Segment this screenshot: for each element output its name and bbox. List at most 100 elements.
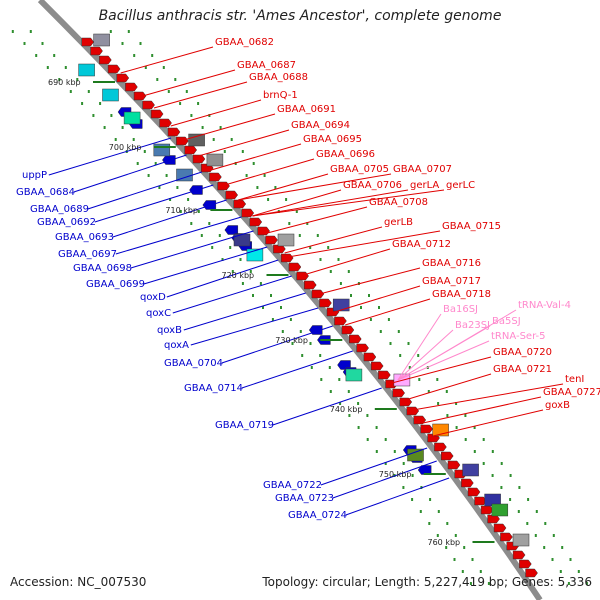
label-leader-line [224,158,315,186]
gc-dot [267,198,270,201]
forward-gene-arrow [406,406,420,416]
gc-dot [320,378,323,381]
gc-dot [211,246,214,249]
gc-dot [328,366,331,369]
reverse-gene-arrow [162,155,176,165]
forward-gene-label: GBAA_0695 [303,134,362,145]
gc-dot [347,270,350,273]
gc-dot [147,174,150,177]
gc-dot [455,426,458,429]
label-leader-line [211,143,302,171]
reverse-gene-label: GBAA_0723 [275,493,334,504]
gc-dot [252,162,255,165]
gc-dot [309,342,312,345]
forward-gene-label: gerLC [446,180,475,191]
rna-gene-label: Ba16SJ [443,304,478,315]
gc-dot [121,126,124,129]
map-title: Bacillus anthracis str. 'Ames Ancestor',… [98,8,502,24]
label-leader-line [73,154,187,193]
gc-dot [309,246,312,249]
gc-dot [464,438,467,441]
gc-dot [384,462,387,465]
gc-dot [567,582,570,585]
gc-dot [509,498,512,501]
gc-dot [41,42,44,45]
gc-dot [132,138,135,141]
rna-gene-label: Ba23SJ [455,320,490,331]
gc-dot [327,246,330,249]
label-leader-line [422,396,542,424]
label-leader-line [252,189,409,217]
label-leader-line [287,230,441,258]
forward-gene-arrow [107,64,121,74]
forward-gene-label: goxB [545,400,570,411]
forward-gene-label: GBAA_0688 [249,72,308,83]
gc-dot [280,306,282,309]
gc-dot [23,42,26,45]
forward-gene-label: GBAA_0696 [316,149,375,160]
forward-gene-arrow [349,334,362,344]
forward-gene-arrow [467,487,481,497]
gc-dot [11,30,14,33]
forward-gene-label: gerLB [384,217,413,228]
gc-dot [417,354,420,357]
label-leader-line [94,184,214,223]
gc-dot [453,558,456,561]
gc-dot [461,570,464,573]
gc-dot [337,258,340,261]
forward-gene-arrow [233,199,247,209]
reverse-gene-label: qoxB [157,325,182,336]
gc-dot [419,510,422,513]
gc-dot [301,354,304,357]
kbp-tick-label: 750 kbp [379,470,412,479]
kbp-tick-label: 740 kbp [330,405,363,414]
forward-gene-arrow [184,145,198,155]
gc-dot [366,414,369,417]
forward-gene-arrow [341,325,355,335]
gc-dot [221,258,224,261]
topology-text: Topology: circular; Length: 5,227,419 bp… [262,575,592,589]
gc-dot [471,558,474,561]
reverse-gene-label: GBAA_0704 [164,358,223,369]
label-leader-line [221,325,333,364]
gc-dot [534,534,537,537]
gc-dot [46,66,49,69]
gc-dot [577,570,580,573]
forward-gene-label: GBAA_0717 [422,276,481,287]
forward-gene-arrow [493,523,507,533]
label-leader-line [112,199,227,238]
label-leader-line [115,216,242,255]
forward-gene-arrow [280,253,294,263]
gc-dot [110,114,113,117]
gc-dot [339,402,342,405]
forward-gene-arrow [176,136,189,146]
gc-dot [121,42,124,45]
gc-dot [179,210,182,213]
forward-gene-arrow [116,73,130,83]
forward-gene-arrow [257,226,270,236]
gc-dot [369,318,372,321]
forward-gene-label: GBAA_0715 [442,221,501,232]
gc-dot [366,438,369,441]
forward-gene-arrow [133,91,147,101]
backbone-group [37,0,543,600]
label-leader-line [183,113,276,141]
gene-block [123,111,141,125]
gc-dot [154,162,157,165]
gc-dot [473,426,476,429]
label-leader-line [241,350,353,389]
kbp-tick-label: 700 kbp [109,143,142,152]
gc-dot [252,294,254,297]
gc-dot [526,522,529,525]
reverse-gene-label: GBAA_0689 [30,204,89,215]
forward-gene-arrow [519,559,532,569]
gc-dot [158,186,161,189]
forward-gene-label: GBAA_0705 [330,164,389,175]
gc-dot [263,174,266,177]
gc-dot [29,30,32,33]
label-leader-line [183,292,306,331]
gc-dot [109,30,112,33]
gc-dot [185,90,188,93]
gc-dot [348,414,351,417]
